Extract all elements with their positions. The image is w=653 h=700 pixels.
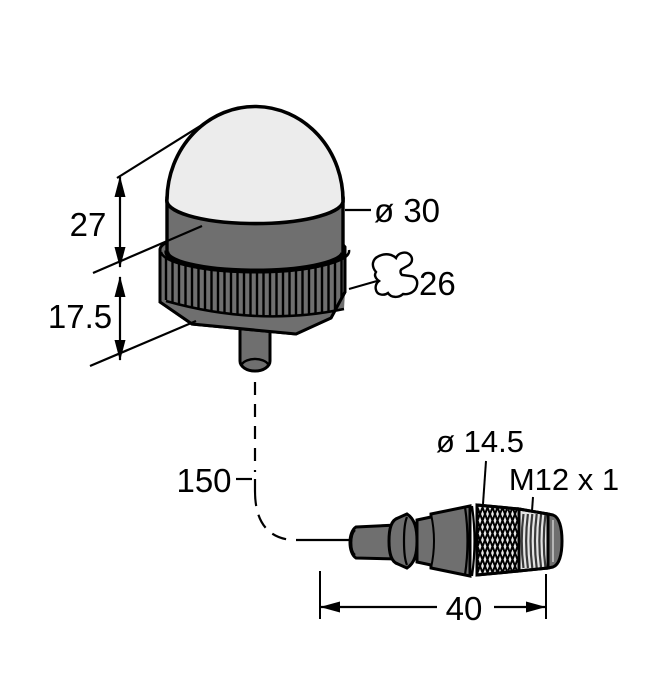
wrench-size-spec: 26 — [348, 251, 456, 302]
thread-crest-lines — [520, 513, 547, 569]
label-connector-diameter: ø 14.5 — [436, 424, 524, 505]
dome-lens — [165, 104, 345, 226]
extension-line-top — [116, 122, 206, 179]
nut-outline — [158, 247, 347, 336]
housing-bottom-band — [164, 250, 346, 274]
arrow-down-icon — [114, 247, 126, 268]
svg-text:M12 x 1: M12 x 1 — [509, 462, 619, 497]
svg-text:ø 30: ø 30 — [374, 192, 440, 229]
cable-stub — [238, 324, 272, 373]
dimension-dome-height: 27 — [70, 122, 206, 275]
dimension-nut-height: 17.5 — [48, 276, 197, 368]
extension-line-mid — [92, 224, 203, 275]
wrench-icon — [371, 251, 419, 299]
connector — [348, 503, 564, 578]
connector-knurl — [475, 503, 521, 577]
svg-text:150: 150 — [176, 462, 231, 499]
beacon-head — [158, 104, 351, 373]
wrench-handle — [348, 280, 378, 290]
dimension-connector-length: 40 — [319, 571, 547, 627]
arrow-up-icon — [114, 276, 126, 297]
cable-route — [253, 382, 349, 542]
label-thread-spec: M12 x 1 — [509, 462, 619, 512]
connector-thread — [517, 507, 550, 573]
clamping-nut-ribs — [164, 257, 343, 318]
cable-stub-end-arc — [241, 357, 269, 365]
label-head-diameter: ø 30 — [345, 192, 440, 229]
label-dome-height: 27 — [70, 206, 107, 243]
arrow-right-icon — [526, 601, 546, 613]
cable-cut-face — [350, 529, 356, 556]
arrow-left-icon — [320, 601, 340, 613]
extension-line-bottom — [89, 319, 197, 368]
nut-bottom-edge — [165, 299, 345, 318]
connector-body-cone — [415, 504, 476, 578]
connector-boot — [387, 512, 419, 570]
knurl-hatch-pattern — [476, 505, 520, 575]
label-cable-length: 150 — [176, 462, 252, 499]
cable-dashed-bend — [253, 490, 292, 542]
label-connector-length: 40 — [446, 590, 483, 627]
label-nut-height: 17.5 — [48, 298, 112, 335]
arrow-up-icon — [114, 176, 126, 197]
leader-line — [482, 460, 487, 505]
leader-line — [531, 496, 534, 512]
arrow-down-icon — [114, 340, 126, 361]
label-wrench-size: 26 — [419, 265, 456, 302]
connector-end-cap — [546, 512, 564, 570]
nut-bottom-face — [160, 292, 345, 334]
connector-cable — [348, 523, 400, 561]
svg-text:ø 14.5: ø 14.5 — [436, 424, 524, 459]
